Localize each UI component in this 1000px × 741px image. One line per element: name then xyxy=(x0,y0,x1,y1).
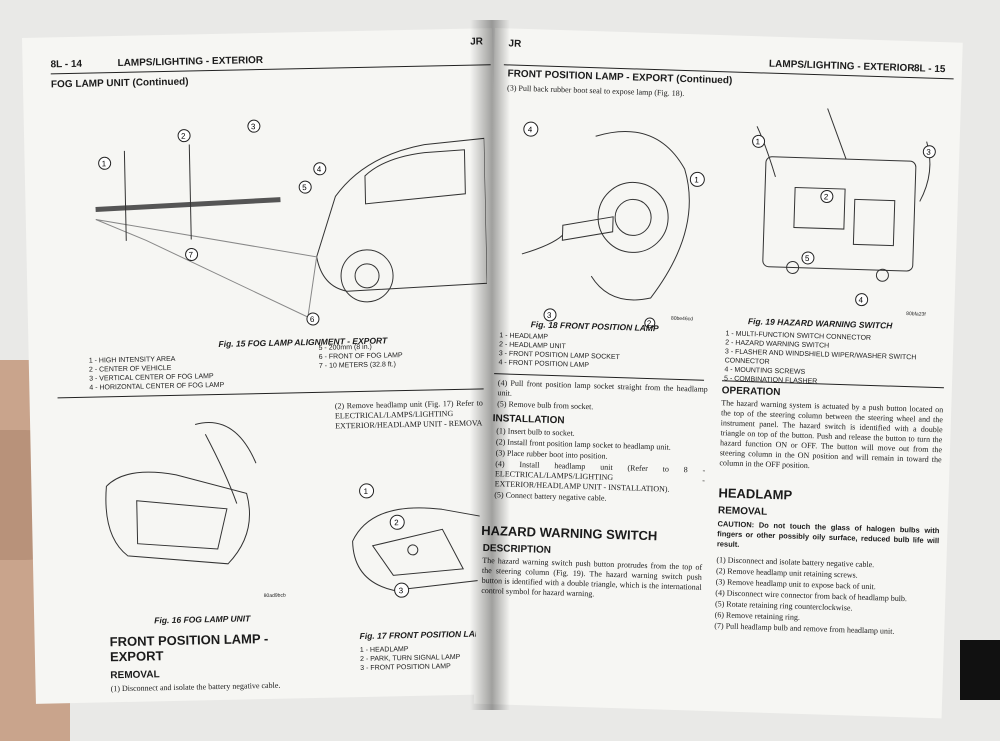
svg-text:4: 4 xyxy=(317,165,322,174)
front-position-lamp-socket-figure: 1 2 3 4 xyxy=(521,121,705,329)
fig15-legend-left: 1 - HIGH INTENSITY AREA 2 - CENTER OF VE… xyxy=(89,354,225,393)
steps-4-5: (4) Pull front position lamp socket stra… xyxy=(497,378,708,417)
right-page-number: 8L - 15 xyxy=(913,63,946,76)
fig19-callout-2: 2 xyxy=(820,190,834,204)
left-section-title: LAMPS/LIGHTING - EXTERIOR xyxy=(117,54,264,70)
fig19-callout-4: 4 xyxy=(855,293,869,307)
removal-title: REMOVAL xyxy=(110,669,160,682)
fig18-callout-1: 1 xyxy=(689,171,705,187)
hazard-warning-switch-figure: 1 2 3 4 5 xyxy=(752,108,936,307)
callout-6: 6 xyxy=(306,312,320,326)
headlamp-steps: (1) Disconnect and isolate battery negat… xyxy=(714,555,938,639)
svg-text:3: 3 xyxy=(547,311,552,320)
description-text: The hazard warning switch push button pr… xyxy=(481,555,703,599)
front-position-lamp-title: FRONT POSITION LAMP - EXPORT xyxy=(109,630,269,665)
callout-1: 1 xyxy=(98,156,112,170)
svg-text:3: 3 xyxy=(399,586,404,595)
fig17-legend: 1 - HEADLAMP 2 - PARK, TURN SIGNAL LAMP … xyxy=(360,644,461,673)
fig15-legend-item: 7 - 10 METERS (32.8 ft.) xyxy=(318,361,397,370)
operation-text: The hazard warning system is actuated by… xyxy=(719,398,944,471)
left-page-number: 8L - 14 xyxy=(50,58,83,71)
fig18-callout-2: 2 xyxy=(644,317,656,329)
fog-lamp-unit-figure xyxy=(105,422,257,565)
front-position-lamp-figure: 1 2 3 xyxy=(352,483,499,598)
fig18-callout-4: 4 xyxy=(523,121,539,137)
fig15-legend-right: 5 - 200mm (8 in.) 6 - FRONT OF FOG LAMP … xyxy=(318,342,402,371)
svg-text:4: 4 xyxy=(528,125,533,134)
dark-background-object xyxy=(960,640,1000,700)
fig17-caption: Fig. 17 FRONT POSITION LAMP xyxy=(359,628,488,642)
headlamp-removal-title: REMOVAL xyxy=(717,505,768,518)
installation-steps: (1) Insert bulb to socket. (2) Install f… xyxy=(494,426,706,508)
fig17-callout-2: 2 xyxy=(389,514,405,530)
fig17-callout-1: 1 xyxy=(359,483,375,499)
svg-text:1: 1 xyxy=(694,175,699,184)
operation-title: OPERATION xyxy=(721,385,781,399)
right-page: JR LAMPS/LIGHTING - EXTERIOR 8L - 15 FRO… xyxy=(473,28,963,719)
svg-text:4: 4 xyxy=(858,296,863,305)
fig15-legend-item: 4 - HORIZONTAL CENTER OF FOG LAMP xyxy=(89,381,225,392)
book-spine-shadow xyxy=(470,20,510,710)
svg-text:2: 2 xyxy=(394,518,399,527)
callout-7: 7 xyxy=(185,247,199,261)
caution-text: CAUTION: Do not touch the glass of halog… xyxy=(716,519,940,549)
removal-step-1: (1) Disconnect and isolate the battery n… xyxy=(110,680,281,694)
svg-text:5: 5 xyxy=(302,183,307,192)
fig16-caption: Fig. 16 FOG LAMP UNIT xyxy=(154,613,251,626)
fig19-callout-5: 5 xyxy=(801,251,815,265)
svg-text:1: 1 xyxy=(755,137,760,146)
svg-text:1: 1 xyxy=(102,159,107,168)
fig19-code: 80bfa23f xyxy=(906,311,926,318)
fig19-callout-3: 3 xyxy=(922,145,936,159)
callout-5: 5 xyxy=(298,180,312,194)
svg-text:3: 3 xyxy=(926,148,931,157)
svg-text:1: 1 xyxy=(363,487,368,496)
svg-text:6: 6 xyxy=(310,315,315,324)
fig18-legend: 1 - HEADLAMP 2 - HEADLAMP UNIT 3 - FRONT… xyxy=(498,331,620,371)
fig17-legend-item: 3 - FRONT POSITION LAMP xyxy=(360,663,451,673)
headlamp-title: HEADLAMP xyxy=(718,485,793,503)
callout-4: 4 xyxy=(313,162,327,176)
fig18-code: 80be46cd xyxy=(670,315,694,323)
fog-lamp-alignment-figure: 1 2 3 4 5 6 7 xyxy=(95,119,488,326)
fig16-code: 80ad9bcb xyxy=(263,592,286,600)
fog-lamp-title: FOG LAMP UNIT (Continued) xyxy=(50,76,189,91)
right-corner-code: JR xyxy=(508,38,522,50)
svg-text:5: 5 xyxy=(805,254,810,263)
fig19-callout-1: 1 xyxy=(752,134,766,148)
fig18-callout-3: 3 xyxy=(543,308,557,322)
svg-text:2: 2 xyxy=(824,192,829,201)
svg-text:2: 2 xyxy=(181,132,186,141)
svg-text:7: 7 xyxy=(188,250,193,259)
fig19-caption: Fig. 19 HAZARD WARNING SWITCH xyxy=(747,316,893,331)
step-3-text: (3) Pull back rubber boot seal to expose… xyxy=(506,83,685,98)
callout-3: 3 xyxy=(247,119,261,133)
fig17-callout-3: 3 xyxy=(394,582,410,598)
left-page: 8L - 14 LAMPS/LIGHTING - EXTERIOR JR FOG… xyxy=(22,28,506,704)
svg-text:3: 3 xyxy=(251,122,256,131)
callout-2: 2 xyxy=(177,129,191,143)
right-section-title: LAMPS/LIGHTING - EXTERIOR xyxy=(768,58,915,75)
svg-text:2: 2 xyxy=(647,319,652,328)
